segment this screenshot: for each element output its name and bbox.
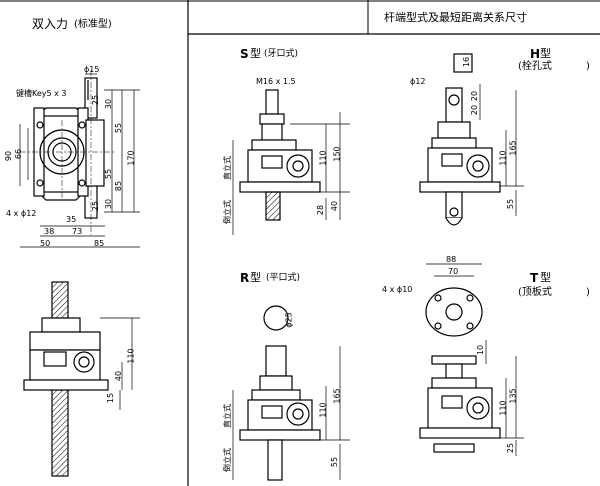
h-dim-20: 20 [470, 90, 480, 102]
dim-holes: 4 x ϕ12 [6, 209, 37, 218]
h-type-label: H [530, 47, 541, 61]
dim-170: 170 [126, 150, 136, 166]
dim-25: 25 [91, 94, 101, 106]
s-type-label: S [240, 47, 249, 61]
s-inverted: 倒立式 [223, 200, 232, 224]
dim-90: 90 [4, 150, 14, 162]
h-dim-20b: 20 [470, 104, 480, 116]
s-dim-150: 150 [332, 146, 342, 162]
dim-55a: 55 [114, 122, 124, 134]
side-view-drawing [23, 281, 109, 477]
dim-key: 键槽Key5 x 3 [16, 89, 67, 98]
s-dim-40: 40 [330, 200, 340, 212]
top-view-drawing [20, 70, 115, 235]
t-type-label-suffix: 型 [540, 271, 551, 284]
r-type-dimension-lines [232, 346, 350, 480]
h-type-desc-close: ) [586, 61, 590, 72]
r-dim-165: 165 [332, 388, 342, 404]
r-type-label: R [240, 271, 250, 285]
r-type-desc: (平口式) [266, 273, 301, 283]
dim-50: 50 [40, 239, 51, 248]
t-dim-25: 25 [506, 442, 516, 454]
h-type-label-suffix: 型 [540, 47, 551, 60]
s-dim-28: 28 [316, 204, 326, 216]
dim-30a: 30 [104, 98, 114, 110]
r-type-drawing [239, 305, 321, 481]
t-type-label: T [530, 271, 539, 285]
h-type-desc: (栓孔式 [518, 61, 552, 72]
dim-side-15: 15 [106, 392, 116, 404]
r-upright: 直立式 [223, 404, 232, 428]
t-dim-135: 135 [508, 388, 518, 404]
h-dim-16: 16 [462, 56, 472, 68]
dim-85b: 85 [94, 239, 105, 248]
h-phi12: ϕ12 [410, 77, 426, 86]
r-dim-110: 110 [318, 402, 328, 418]
h-dim-55: 55 [506, 198, 516, 210]
r-phi25: ϕ25 [284, 312, 294, 328]
dim-side-40: 40 [114, 370, 124, 382]
r-type-label-suffix: 型 [250, 271, 261, 284]
side-view-dimension-lines [100, 317, 140, 410]
dim-phi15: ϕ15 [84, 65, 100, 74]
t-dim-110: 110 [498, 400, 508, 416]
t-type-drawing [419, 287, 501, 453]
h-dim-110: 110 [498, 150, 508, 166]
left-subtitle: (标准型) [74, 19, 112, 30]
dim-38: 38 [44, 227, 55, 236]
section-header: 杆端型式及最短距离关系尺寸 [384, 11, 527, 24]
t-type-desc-close: ) [586, 287, 590, 298]
s-type-label-suffix: 型 [250, 47, 261, 60]
dim-55b: 55 [104, 168, 114, 180]
dim-side-110: 110 [126, 348, 136, 364]
dim-25b: 25 [91, 200, 101, 212]
h-type-dimension-lines [479, 84, 524, 216]
left-title: 双入力 [32, 17, 69, 31]
dim-73: 73 [72, 227, 83, 236]
r-dim-55: 55 [330, 456, 340, 468]
s-upright: 直立式 [223, 156, 232, 180]
s-type-desc: (牙口式) [264, 49, 299, 59]
s-type-drawing [239, 89, 321, 221]
t-dim-70: 70 [448, 267, 459, 276]
dim-35: 35 [66, 215, 77, 224]
h-dim-165: 165 [508, 140, 518, 156]
dim-30b: 30 [104, 198, 114, 210]
s-thread: M16 x 1.5 [256, 77, 296, 86]
dim-85: 85 [114, 180, 124, 192]
t-dim-88: 88 [446, 255, 457, 264]
t-dim-10: 10 [476, 344, 486, 356]
t-type-desc: (顶板式 [518, 287, 552, 298]
top-view-dimension-lines [19, 73, 140, 248]
s-type-dimension-lines [232, 112, 350, 235]
h-type-drawing [419, 53, 501, 226]
dim-66: 66 [14, 148, 24, 160]
t-holes: 4 x ϕ10 [382, 285, 413, 294]
t-type-dimension-lines [426, 263, 524, 456]
s-dim-110: 110 [318, 150, 328, 166]
r-inverted: 倒立式 [223, 448, 232, 472]
